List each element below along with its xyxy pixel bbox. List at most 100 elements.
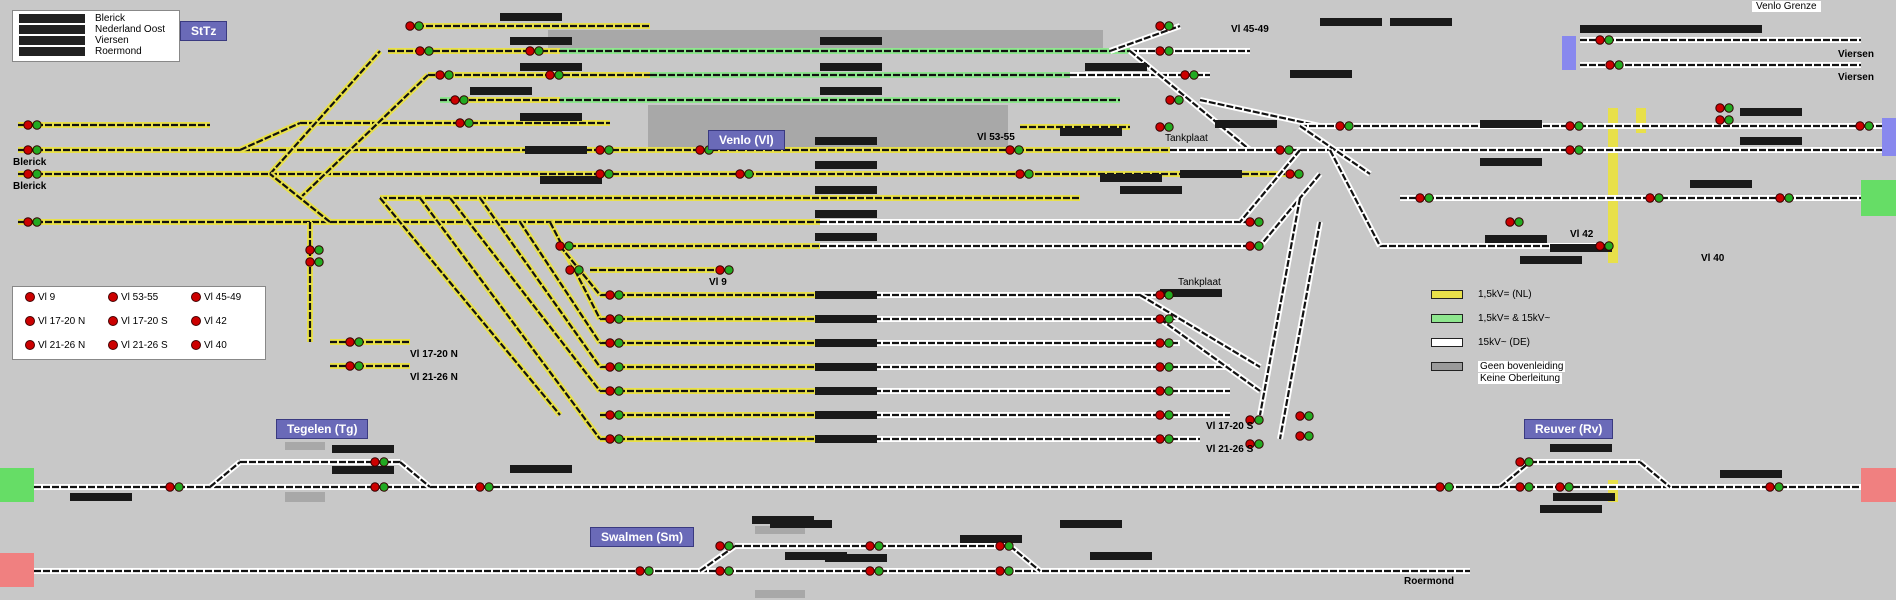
signal-legend-item[interactable]: Vl 17-20 S — [108, 316, 168, 327]
signal-light — [1245, 217, 1255, 227]
train-number-field — [1480, 120, 1542, 128]
train-number-field — [960, 535, 1022, 543]
train-number-field — [525, 146, 587, 154]
signal-light — [644, 566, 654, 576]
signal-light — [1164, 386, 1174, 396]
signal-light — [715, 566, 725, 576]
station-reuver[interactable]: Reuver (Rv) — [1524, 419, 1614, 439]
signal-group-vl-21-26-s[interactable]: Vl 21-26 S — [1206, 444, 1254, 455]
signal-light — [1254, 439, 1264, 449]
signal-light — [605, 410, 615, 420]
track-segment — [209, 461, 241, 488]
signal-light — [1574, 145, 1584, 155]
train-number-field — [1390, 18, 1452, 26]
train-number-field — [1580, 25, 1642, 33]
signal-legend-item[interactable]: Vl 21-26 S — [108, 340, 168, 351]
signal-light — [605, 362, 615, 372]
signal-light — [1645, 193, 1655, 203]
signal-light — [1595, 35, 1605, 45]
track-segment — [269, 173, 331, 223]
signal-light — [735, 169, 745, 179]
platform-area — [285, 492, 325, 502]
train-number-field — [332, 445, 394, 453]
signal-light — [1564, 482, 1574, 492]
signal-light — [1515, 457, 1525, 467]
signal-light — [865, 566, 875, 576]
signal-light — [1164, 290, 1174, 300]
signal-light — [1155, 434, 1165, 444]
place-blerick-bottom: Blerick — [13, 181, 47, 192]
train-number-field — [1060, 520, 1122, 528]
signal-group-vl-45-49[interactable]: Vl 45-49 — [1231, 24, 1269, 35]
signal-light — [1524, 482, 1534, 492]
signal-light — [614, 410, 624, 420]
signal-icon — [108, 316, 118, 327]
signal-light — [1435, 482, 1445, 492]
signal-legend-item[interactable]: Vl 40 — [191, 340, 227, 351]
track-segment — [1299, 125, 1371, 175]
signal-light — [1155, 362, 1165, 372]
signal-light — [1285, 169, 1295, 179]
train-number-field — [1120, 186, 1182, 194]
signal-light — [459, 95, 469, 105]
track-segment — [1329, 149, 1381, 247]
station-tegelen[interactable]: Tegelen (Tg) — [276, 419, 369, 439]
signal-icon — [108, 292, 118, 303]
signal-light — [1574, 121, 1584, 131]
signal-light — [565, 265, 575, 275]
track-segment — [1639, 461, 1671, 488]
place-blerick-top: Blerick — [13, 157, 47, 168]
signal-light — [23, 217, 33, 227]
track-segment — [1129, 50, 1251, 151]
signal-legend-item[interactable]: Vl 53-55 — [108, 292, 158, 303]
train-number-field — [820, 87, 882, 95]
train-number-field — [540, 176, 602, 184]
signal-light — [354, 337, 364, 347]
train-number-field — [825, 554, 887, 562]
signal-light — [1724, 115, 1734, 125]
signal-group-vl-17-20-s[interactable]: Vl 17-20 S — [1206, 421, 1254, 432]
signal-group-vl-42[interactable]: Vl 42 — [1570, 229, 1594, 240]
station-venlo[interactable]: Venlo (Vl) — [708, 130, 785, 150]
signal-legend: Vl 9 Vl 53-55 Vl 45-49 Vl 17-20 N Vl 17-… — [12, 286, 266, 360]
train-number-field — [815, 233, 877, 241]
signal-group-vl-9[interactable]: Vl 9 — [709, 277, 727, 288]
signal-light — [534, 46, 544, 56]
signal-light — [1855, 121, 1865, 131]
signal-group-vl-17-20-n[interactable]: Vl 17-20 N — [410, 349, 458, 360]
train-number-field — [1180, 170, 1242, 178]
signal-light — [1715, 115, 1725, 125]
train-number-field — [1550, 244, 1612, 252]
signal-group-vl-21-26-n[interactable]: Vl 21-26 N — [410, 372, 458, 383]
train-number-field — [1320, 18, 1382, 26]
signal-light — [604, 169, 614, 179]
train-number-field — [19, 13, 85, 23]
signal-group-vl-40[interactable]: Vl 40 — [1701, 253, 1725, 264]
signal-light — [1155, 314, 1165, 324]
station-swalmen[interactable]: Swalmen (Sm) — [590, 527, 695, 547]
signal-light — [995, 566, 1005, 576]
signal-legend-item[interactable]: Vl 9 — [25, 292, 55, 303]
train-number-field — [1553, 493, 1615, 501]
signal-legend-item[interactable]: Vl 17-20 N — [25, 316, 85, 327]
signal-light — [435, 70, 445, 80]
signal-light — [1654, 193, 1664, 203]
train-number-field — [19, 24, 85, 34]
train-number-field — [1100, 174, 1162, 182]
legend-blerick: Blerick — [95, 13, 126, 24]
track-segment — [1199, 98, 1321, 128]
signal-light — [995, 541, 1005, 551]
signal-light — [1155, 386, 1165, 396]
signal-group-vl-53-55[interactable]: Vl 53-55 — [977, 132, 1015, 143]
signal-legend-item[interactable]: Vl 45-49 — [191, 292, 241, 303]
catenary-swatch-dual — [1431, 314, 1463, 323]
signal-legend-item[interactable]: Vl 21-26 N — [25, 340, 85, 351]
train-number-field — [1215, 120, 1277, 128]
signal-legend-item[interactable]: Vl 42 — [191, 316, 227, 327]
sttz-badge[interactable]: StTz — [180, 21, 228, 41]
signal-light — [1715, 103, 1725, 113]
signal-light — [865, 541, 875, 551]
border-marker — [1608, 108, 1618, 263]
signal-light — [23, 120, 33, 130]
